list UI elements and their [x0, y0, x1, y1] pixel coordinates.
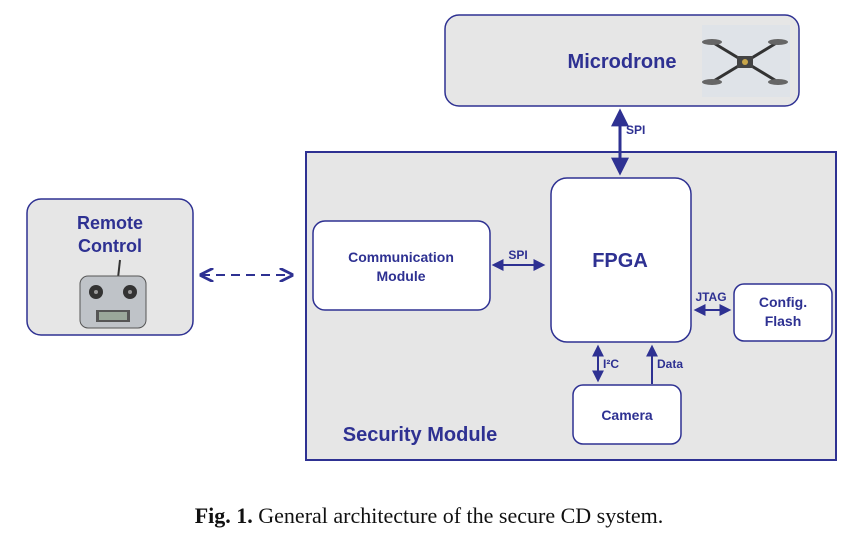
fpga-label: FPGA — [592, 250, 648, 272]
config-flash-label-line2: Flash — [765, 313, 802, 329]
figure-caption-text: General architecture of the secure CD sy… — [252, 503, 664, 528]
i2c-label: I²C — [603, 357, 619, 371]
remote-control-label-line2: Control — [78, 236, 142, 256]
communication-module-label-line1: Communication — [348, 249, 454, 265]
security-module-label: Security Module — [343, 424, 497, 446]
communication-module-box — [312, 220, 491, 311]
camera-box — [572, 384, 682, 445]
fpga-box — [550, 177, 692, 343]
data-label: Data — [657, 357, 683, 371]
quadcopter-photo-icon — [702, 25, 790, 97]
config-flash-label-line1: Config. — [759, 294, 807, 310]
microdrone-label: Microdrone — [568, 51, 677, 73]
figure-caption: Fig. 1. General architecture of the secu… — [0, 503, 858, 529]
jtag-label: JTAG — [695, 290, 726, 304]
radio-transmitter-photo-icon — [79, 259, 147, 329]
remote-control-label-line1: Remote — [77, 213, 143, 233]
communication-module-label-line2: Module — [377, 268, 426, 284]
config-flash-box — [733, 283, 833, 342]
figure-caption-label: Fig. 1. — [194, 503, 253, 528]
remote-control-box — [26, 198, 194, 336]
spi-label-side: SPI — [508, 248, 527, 262]
spi-label-top: SPI — [626, 123, 645, 137]
architecture-diagram: Security Module Microdrone Remote Contro… — [26, 14, 837, 461]
camera-label: Camera — [601, 407, 653, 423]
